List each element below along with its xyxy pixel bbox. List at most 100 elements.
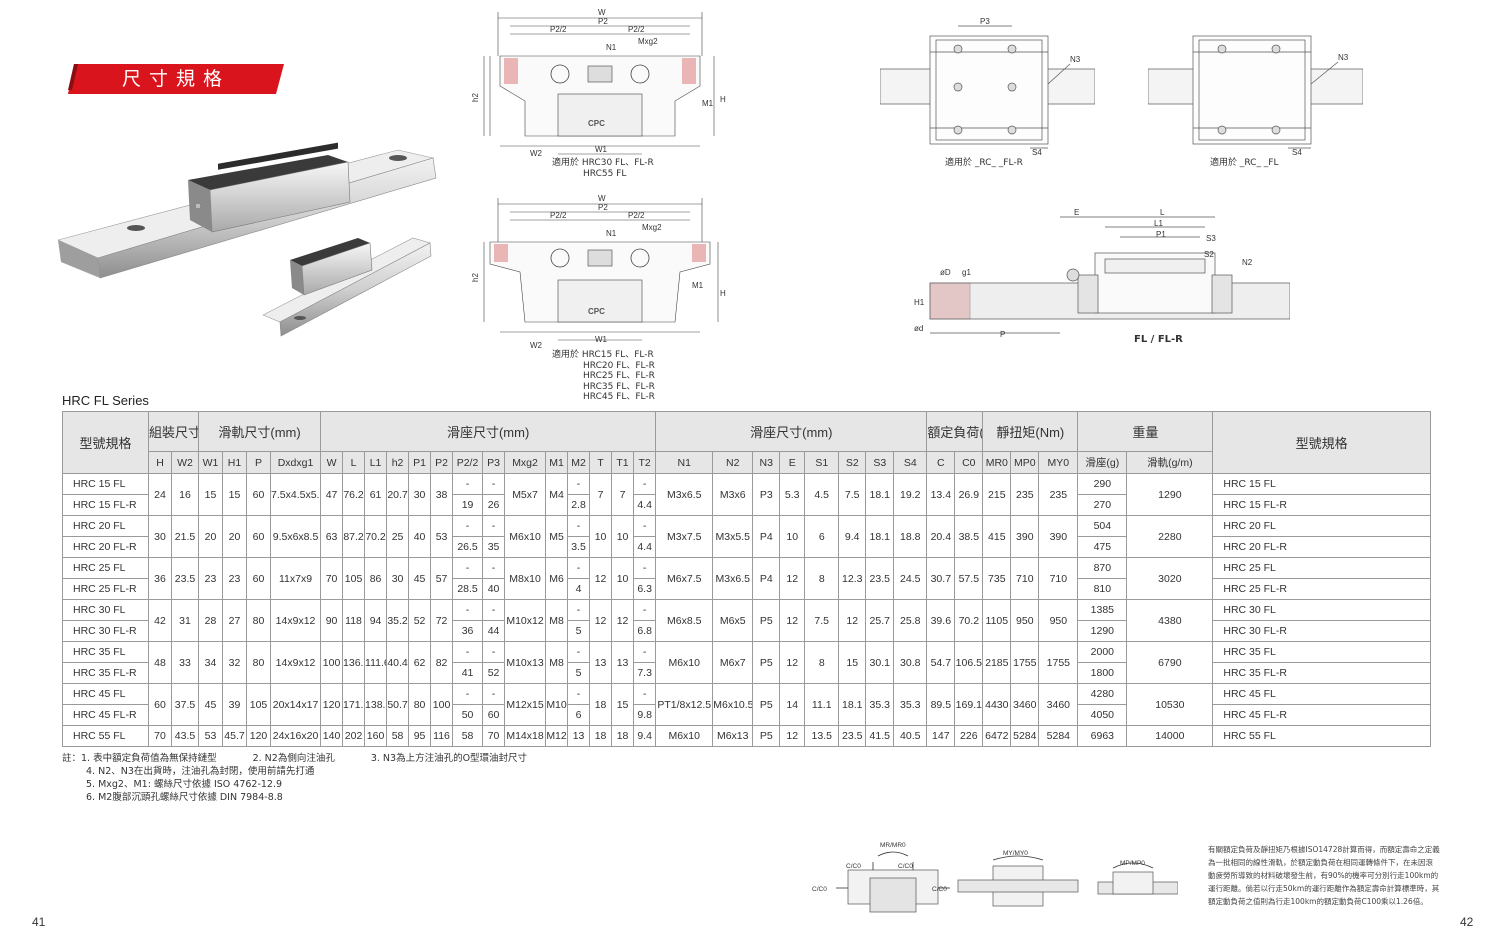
table-cell: 53 bbox=[198, 725, 224, 747]
table-cell: M3x7.5 bbox=[655, 515, 714, 558]
svg-text:S2: S2 bbox=[1204, 250, 1214, 259]
sub-header-cell: W1 bbox=[198, 451, 224, 474]
table-cell: 42 bbox=[148, 599, 172, 642]
dim-label-n1: N1 bbox=[606, 43, 617, 52]
table-cell: 475 bbox=[1077, 536, 1128, 558]
table-cell: 12 bbox=[779, 599, 806, 642]
table-cell: 39.6 bbox=[926, 599, 956, 642]
table-cell: 76.2 bbox=[342, 473, 366, 516]
table-cell: - bbox=[633, 599, 657, 621]
table-cell: 80 bbox=[246, 641, 272, 684]
table-cell: 14x9x12 bbox=[270, 641, 322, 684]
sub-header-cell: S2 bbox=[838, 451, 867, 474]
table-cell: 1290 bbox=[1077, 620, 1128, 642]
table-row: HRC 35 FL483334328014x9x12100136.6111.64… bbox=[62, 641, 1431, 684]
svg-text:P1: P1 bbox=[1156, 230, 1166, 239]
table-cell: 38 bbox=[430, 473, 454, 516]
svg-text:h2: h2 bbox=[471, 273, 480, 282]
table-cell: P5 bbox=[752, 683, 781, 726]
table-cell: 26.9 bbox=[954, 473, 984, 516]
table-cell: HRC 45 FL bbox=[62, 683, 149, 705]
table-cell: 100 bbox=[320, 641, 344, 684]
table-cell: 8 bbox=[804, 557, 840, 600]
caption-front-bottom: 適用於 HRC15 FL、FL-R HRC20 FL、FL-R HRC25 FL… bbox=[552, 350, 655, 402]
sub-header-cell: P2 bbox=[430, 451, 454, 474]
table-cell: M6x8.5 bbox=[655, 599, 714, 642]
note-4: 4. N2、N3在出貨時，注油孔為封閉，使用前請先打通 bbox=[86, 766, 315, 777]
sub-header-cell: T1 bbox=[611, 451, 635, 474]
table-cell: 12 bbox=[779, 557, 806, 600]
table-cell: 45.7 bbox=[222, 725, 248, 747]
table-cell: 7.3 bbox=[633, 662, 657, 684]
svg-text:C/C0: C/C0 bbox=[812, 886, 827, 893]
svg-text:C/C0: C/C0 bbox=[932, 886, 947, 893]
table-cell: HRC 35 FL bbox=[1212, 641, 1431, 663]
table-cell: 6 bbox=[804, 515, 840, 558]
table-cell: 15 bbox=[222, 473, 248, 516]
table-cell: 70 bbox=[482, 725, 506, 747]
sub-header-cell: P2/2 bbox=[452, 451, 484, 474]
table-cell: 10 bbox=[611, 557, 635, 600]
table-cell: 3460 bbox=[1010, 683, 1040, 726]
table-cell: 140 bbox=[320, 725, 344, 747]
table-cell: 57.5 bbox=[954, 557, 984, 600]
table-cell: 27 bbox=[222, 599, 248, 642]
sub-header-cell: N2 bbox=[712, 451, 754, 474]
table-cell: M5 bbox=[545, 515, 569, 558]
sub-header-cell: N3 bbox=[752, 451, 781, 474]
table-cell: 160 bbox=[364, 725, 388, 747]
svg-text:ød: ød bbox=[914, 324, 923, 333]
note-1: 註：1. 表中額定負荷值為無保持鏈型 bbox=[62, 753, 217, 764]
table-cell: M6 bbox=[545, 557, 569, 600]
table-cell: 7.5x4.5x5.3 bbox=[270, 473, 322, 516]
table-cell: HRC 25 FL bbox=[1212, 557, 1431, 579]
table-cell: M8x10 bbox=[504, 557, 547, 600]
table-cell: 28.5 bbox=[452, 578, 484, 600]
header-load: 額定負荷(KN) bbox=[926, 411, 984, 452]
svg-text:L: L bbox=[1160, 208, 1165, 217]
table-cell: 57 bbox=[430, 557, 454, 600]
dim-label-n3-left: N3 bbox=[1070, 55, 1081, 64]
header-assembly: 組裝尺寸 bbox=[147, 411, 200, 452]
table-cell: 14x9x12 bbox=[270, 599, 322, 642]
table-cell: 1105 bbox=[982, 599, 1012, 642]
table-cell: 14000 bbox=[1126, 725, 1214, 747]
table-cell: - bbox=[482, 683, 506, 705]
table-cell: 33 bbox=[170, 641, 200, 684]
sub-header-cell: C bbox=[926, 451, 956, 474]
table-cell: 20.4 bbox=[926, 515, 956, 558]
table-cell: 6472 bbox=[982, 725, 1012, 747]
svg-text:N2: N2 bbox=[1242, 258, 1253, 267]
table-cell: 138.5 bbox=[364, 683, 388, 726]
table-cell: 7 bbox=[589, 473, 613, 516]
caption-front-top: 適用於 HRC30 FL、FL-R HRC55 FL bbox=[552, 158, 654, 179]
table-cell: 1800 bbox=[1077, 662, 1128, 684]
table-cell: 63 bbox=[320, 515, 344, 558]
table-cell: 44 bbox=[482, 620, 506, 642]
header-torque: 靜扭矩(Nm) bbox=[982, 411, 1079, 452]
section-title-banner: 尺寸規格 bbox=[68, 64, 284, 94]
svg-text:W1: W1 bbox=[595, 335, 608, 344]
table-cell: 18.1 bbox=[838, 683, 867, 726]
dim-label-m1: M1 bbox=[702, 99, 714, 108]
table-cell: 5.3 bbox=[779, 473, 806, 516]
table-cell: 171.5 bbox=[342, 683, 366, 726]
footnotes: 註：1. 表中額定負荷值為無保持鏈型 2. N2為側向注油孔 3. N3為上方注… bbox=[62, 752, 527, 804]
svg-text:P2/2: P2/2 bbox=[628, 211, 645, 220]
sub-header-cell: N1 bbox=[655, 451, 714, 474]
table-cell: 7.5 bbox=[804, 599, 840, 642]
table-cell: 54.7 bbox=[926, 641, 956, 684]
table-cell: M5x7 bbox=[504, 473, 547, 516]
table-cell: M12x15 bbox=[504, 683, 547, 726]
table-cell: M8 bbox=[545, 641, 569, 684]
table-cell: 105 bbox=[246, 683, 272, 726]
table-cell: 12 bbox=[779, 725, 806, 747]
table-cell: 735 bbox=[982, 557, 1012, 600]
